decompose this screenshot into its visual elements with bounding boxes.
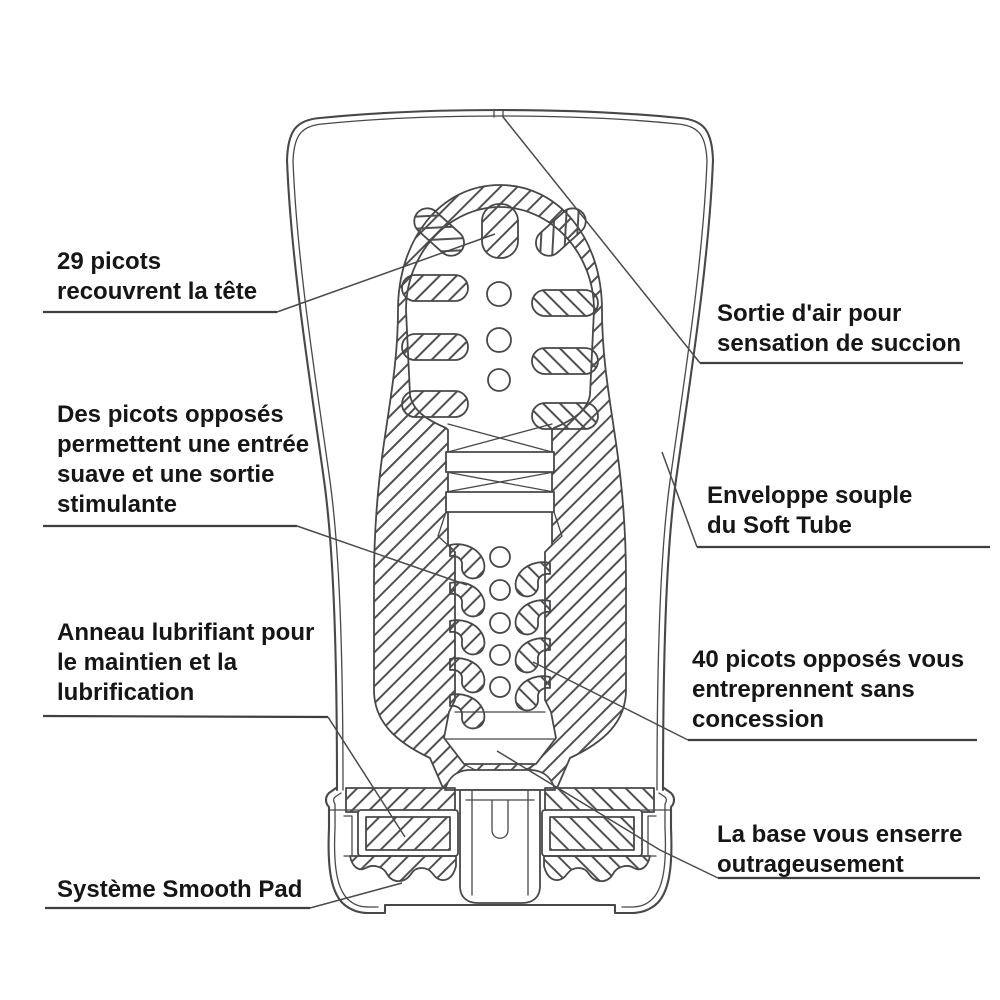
label-smooth-pad: Système Smooth Pad: [57, 876, 303, 903]
head-picot: [401, 274, 469, 302]
leader-smooth-pad: [45, 882, 403, 910]
tube-flange: [444, 769, 556, 791]
base-lower-mass: [349, 855, 457, 883]
callout-lines: [42, 116, 990, 910]
suction-disc: [445, 451, 555, 473]
leader-air-outlet: [502, 116, 963, 365]
lubricant-pad: [365, 816, 451, 851]
soft-tube-envelope: [285, 108, 715, 792]
label-forty-picots: 40 picots opposés vous entreprennent san…: [692, 646, 965, 733]
base-left-half: [343, 787, 459, 883]
base-clamp-step: [343, 815, 353, 857]
base-assembly: [324, 769, 676, 915]
leader-forty-picots: [532, 661, 977, 742]
head-picot: [413, 207, 465, 257]
suction-disc-section: [437, 423, 563, 551]
leader-lubricant-ring: [42, 714, 406, 838]
head-picot: [531, 402, 599, 430]
envelope-outer-line: [285, 108, 715, 792]
base-cap-inner-line: [332, 792, 379, 908]
leader-base-grip: [496, 750, 980, 880]
head-picot: [535, 207, 587, 257]
label-soft-tube: Enveloppe souple du Soft Tube: [707, 482, 913, 539]
leader-soft-tube: [661, 451, 990, 549]
base-upper-mass: [345, 787, 456, 813]
mid-channel-beads: [489, 546, 511, 698]
label-air-outlet: Sortie d'air pour sensation de succion: [717, 300, 962, 357]
envelope-inner-line: [292, 115, 708, 791]
head-picots: [401, 203, 599, 430]
base-cap-inner-line: [621, 792, 668, 908]
head-picot: [531, 347, 599, 375]
leader-head-picots: [43, 233, 496, 314]
head-channel-beads: [486, 281, 512, 392]
base-air-vent: [491, 799, 509, 839]
base-cap-outer-line: [324, 786, 676, 915]
leader-opposed-picots: [43, 524, 468, 586]
air-vent-notch: [493, 109, 504, 118]
label-lubricant-ring: Anneau lubrifiant pour le maintien et la…: [57, 619, 315, 706]
label-base-grip: La base vous enserre outrageusement: [717, 821, 963, 878]
central-tube: [459, 789, 541, 904]
head-picot: [531, 289, 599, 317]
label-head-picots: 29 picots recouvrent la tête: [57, 248, 258, 305]
label-opposed-picots: Des picots opposés permettent une entrée…: [57, 401, 310, 518]
head-picot: [401, 390, 469, 418]
head-picot: [481, 203, 519, 259]
head-picot: [401, 333, 469, 361]
suction-disc: [445, 491, 555, 513]
